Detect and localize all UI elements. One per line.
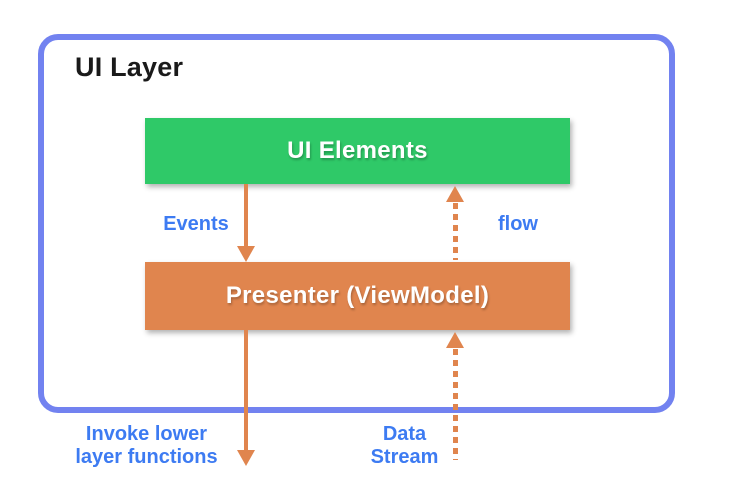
presenter-box: Presenter (ViewModel) bbox=[145, 262, 570, 330]
flow-label: flow bbox=[498, 213, 538, 235]
ui-layer-container bbox=[38, 34, 675, 413]
data-stream-arrow-head-up-icon bbox=[446, 332, 464, 348]
invoke-label: Invoke lower layer functions bbox=[64, 423, 229, 469]
presenter-label: Presenter (ViewModel) bbox=[225, 282, 490, 309]
data-stream-arrow-shaft bbox=[453, 349, 458, 460]
events-arrow-shaft bbox=[244, 184, 248, 247]
invoke-arrow-head-down-icon bbox=[237, 450, 255, 466]
data-stream-label-line1: Data bbox=[382, 423, 427, 445]
ui-elements-label: UI Elements bbox=[287, 137, 428, 164]
flow-arrow-shaft bbox=[453, 203, 458, 260]
flow-arrow-head-up-icon bbox=[446, 186, 464, 202]
data-stream-label-line2: Stream bbox=[370, 446, 439, 468]
invoke-arrow-shaft bbox=[244, 329, 248, 451]
data-stream-label: Data Stream bbox=[352, 423, 457, 469]
ui-layer-title: UI Layer bbox=[75, 52, 184, 82]
events-label: Events bbox=[163, 213, 229, 235]
events-arrow-head-down-icon bbox=[237, 246, 255, 262]
invoke-label-line1: Invoke lower bbox=[85, 423, 208, 445]
ui-elements-box: UI Elements bbox=[145, 118, 570, 184]
invoke-label-line2: layer functions bbox=[75, 446, 218, 468]
